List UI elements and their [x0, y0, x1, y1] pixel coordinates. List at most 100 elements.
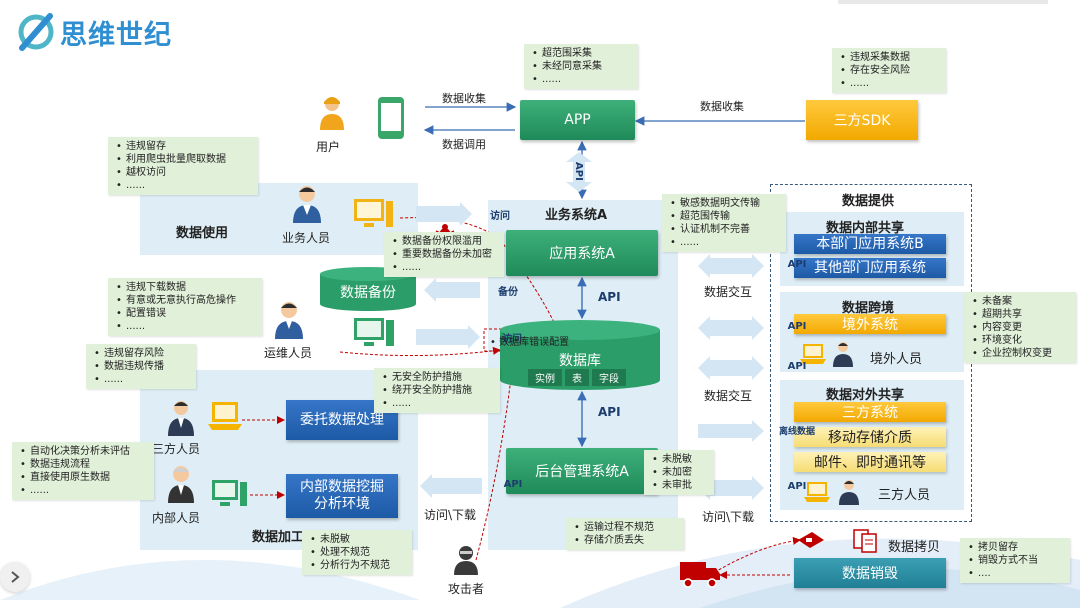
internal-person-icon [168, 466, 194, 503]
note-item: 环境变化 [972, 334, 1070, 347]
node-app[interactable]: APP [520, 100, 635, 140]
note-app-risks: 超范围采集未经同意采集...... [524, 44, 638, 89]
node-mining[interactable]: 内部数据挖掘分析环境 [286, 474, 398, 518]
attacker-person [452, 544, 480, 580]
db-field-table: 表 [565, 369, 589, 386]
node-overseas-system[interactable]: 境外系统 [794, 314, 946, 334]
note-item: 内容变更 [972, 321, 1070, 334]
node-mobile-storage[interactable]: 移动存储介质 [794, 427, 946, 447]
note-item: 违规留存风险 [94, 347, 190, 360]
third-person [166, 398, 196, 442]
node-database[interactable]: 数据库 实例 表 字段 [498, 320, 662, 392]
user-icon [320, 97, 344, 130]
data-copy-label: 数据拷贝 [888, 540, 941, 555]
internal-share-label: 数据内部共享 [826, 221, 905, 236]
arrow-access-1-shape [416, 202, 472, 226]
phone-icon [378, 97, 404, 139]
note-item: 未备案 [972, 295, 1070, 308]
note-item: 违规采集数据 [840, 51, 940, 64]
note-item: 超范围传输 [670, 210, 780, 223]
note-copy-risks: 拷贝留存销毁方式不当.... [960, 538, 1070, 583]
brand-name: 思维世纪 [60, 19, 172, 51]
arrow-offline-shape [698, 420, 764, 442]
copy-usb-icon [798, 532, 824, 548]
arrow-access-1-label: 访问 [490, 211, 510, 222]
third-right-person-icon [839, 480, 859, 505]
arrow-access-2-shape [416, 325, 480, 349]
ops-computer-icon [354, 318, 394, 346]
note-item: ...... [116, 320, 256, 333]
user-label: 用户 [316, 140, 341, 154]
note-item: ...... [532, 73, 632, 86]
note-outsource-risks: 违规留存风险数据违规传播...... [86, 344, 196, 389]
node-third-system[interactable]: 三方系统 [794, 402, 946, 422]
note-item: 分析行为不规范 [310, 559, 406, 572]
zone-data-process-label: 数据加工 [252, 530, 305, 545]
note-item: 未脱敏 [652, 453, 708, 466]
note-item: 直接使用原生数据 [20, 471, 148, 484]
brand-logo-icon [18, 13, 54, 51]
node-other-dept-app[interactable]: 其他部门应用系统 [794, 258, 946, 278]
edge-api-db-backend: API [598, 405, 621, 419]
note-transport-risks: 运输过程不规范存储介质丢失 [566, 518, 684, 550]
attacker-label: 攻击者 [448, 582, 485, 596]
overseas-person-icon [833, 342, 853, 367]
database-label: 数据库 [559, 353, 601, 369]
ops-person [272, 299, 306, 345]
note-item: ...... [392, 261, 498, 274]
third-right-laptop-icon [804, 482, 830, 502]
node-dept-app-b[interactable]: 本部门应用系统B [794, 234, 946, 254]
node-data-destroy[interactable]: 数据销毁 [794, 558, 946, 588]
note-item: 有意或无意执行高危操作 [116, 294, 256, 307]
note-item: .... [968, 567, 1064, 580]
arrow-api-1-shape [698, 254, 764, 278]
note-item: 处理不规范 [310, 546, 406, 559]
note-item: 违规下载数据 [116, 281, 256, 294]
node-app-system[interactable]: 应用系统A [506, 230, 658, 276]
ops-label: 运维人员 [264, 346, 313, 360]
arrow-api-3-shape [698, 356, 764, 380]
note-db-protect: 无安全防护措施绕开安全防护措施...... [374, 368, 500, 413]
edge-exchange-1: 数据交互 [704, 285, 753, 299]
note-item: 认证机制不完善 [670, 223, 780, 236]
brand-logo: 思维世纪 [16, 12, 172, 52]
note-item: 超期共享 [972, 308, 1070, 321]
node-outsource[interactable]: 委托数据处理 [286, 400, 398, 440]
note-item: 数据库错误配置 [499, 337, 570, 348]
third-laptop-icon [208, 402, 242, 430]
node-sdk[interactable]: 三方SDK [806, 100, 918, 140]
note-item: 未经同意采集 [532, 60, 632, 73]
arrow-api-3-label: API [787, 361, 807, 372]
next-slide-button[interactable] [0, 562, 30, 592]
note-item: 企业控制权变更 [972, 347, 1070, 360]
edge-exchange-2: 数据交互 [704, 389, 753, 403]
edge-call: 数据调用 [442, 138, 486, 151]
attacker-icon [454, 546, 478, 575]
business-person [290, 183, 324, 229]
note-item: ...... [116, 179, 252, 192]
note-item: 未脱敏 [310, 533, 406, 546]
edge-access-download-left: 访问\下载 [424, 508, 477, 522]
arrow-access-2-label: 访问 [502, 334, 522, 345]
note-item: 越权访问 [116, 166, 252, 179]
node-backend[interactable]: 后台管理系统A [506, 448, 658, 494]
note-sdk-risks: 违规采集数据存在安全风险...... [832, 48, 946, 93]
note-item: ...... [840, 77, 940, 90]
node-email-im[interactable]: 邮件、即时通讯等 [794, 452, 946, 472]
note-process-risks: 未脱敏处理不规范分析行为不规范 [302, 530, 412, 575]
business-computer-icon [354, 199, 393, 227]
arrow-offline-label: 离线数据 [778, 427, 815, 437]
external-share-label: 数据对外共享 [826, 388, 905, 403]
note-item: 数据违规传播 [94, 360, 190, 373]
node-data-backup[interactable]: 数据备份 [318, 266, 418, 312]
arrow-api-2: API [698, 316, 806, 340]
arrow-api-1-label: API [787, 259, 807, 270]
note-item: 无安全防护措施 [382, 371, 494, 384]
edge-access-download-right: 访问\下载 [702, 510, 755, 524]
note-item: 重要数据备份未加密 [392, 248, 498, 261]
chevron-right-icon [11, 571, 20, 583]
note-item: 超范围采集 [532, 47, 632, 60]
note-item: 销毁方式不当 [968, 554, 1064, 567]
internal-label: 内部人员 [152, 511, 201, 525]
third-right-label: 三方人员 [878, 488, 931, 503]
